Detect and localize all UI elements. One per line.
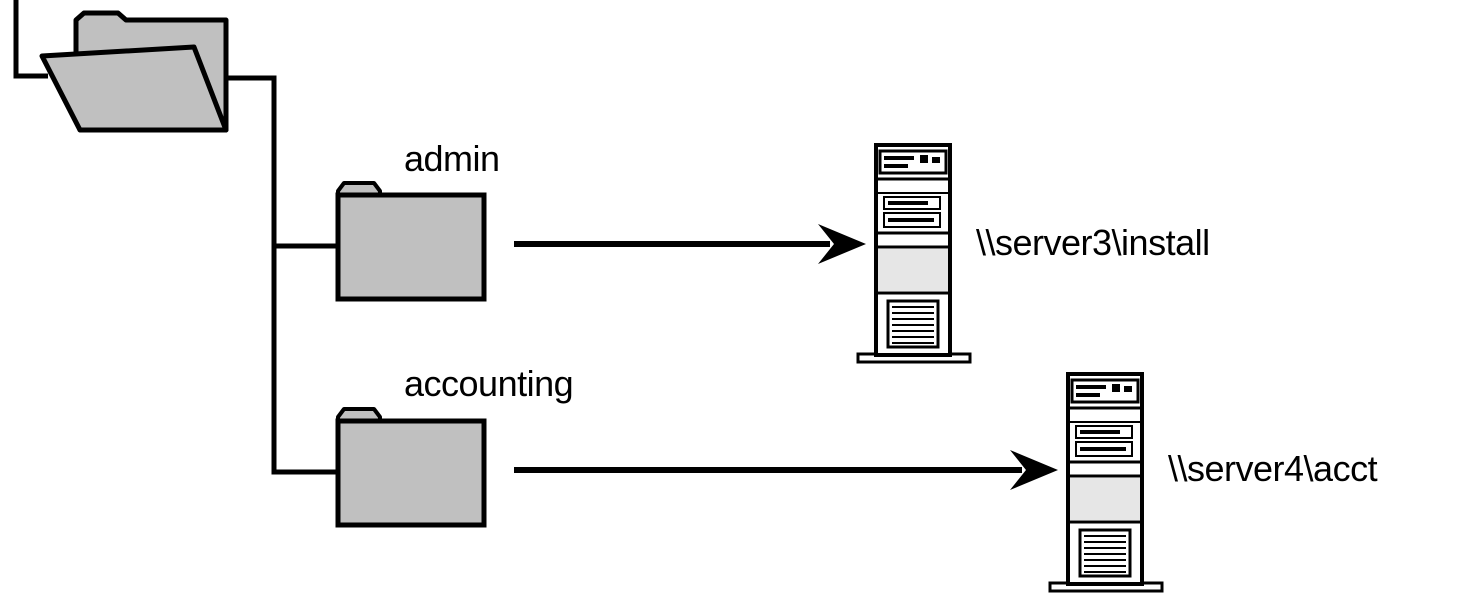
folder-icon	[338, 409, 484, 525]
server3-share-path: \\server3\install	[976, 222, 1210, 263]
server4-share-path: \\server4\acct	[1168, 448, 1378, 489]
accounting-link-arrow	[514, 450, 1058, 490]
tree-connectors	[13, 0, 336, 475]
folder-icon	[338, 183, 484, 299]
open-folder-icon	[39, 10, 229, 133]
admin-folder-label: admin	[404, 138, 500, 179]
admin-link-arrow	[514, 224, 866, 264]
server-icon	[856, 143, 972, 364]
accounting-folder-label: accounting	[404, 363, 574, 404]
root-branch-line	[228, 75, 336, 475]
root-stem-line	[13, 0, 48, 79]
server-icon	[1048, 372, 1164, 593]
